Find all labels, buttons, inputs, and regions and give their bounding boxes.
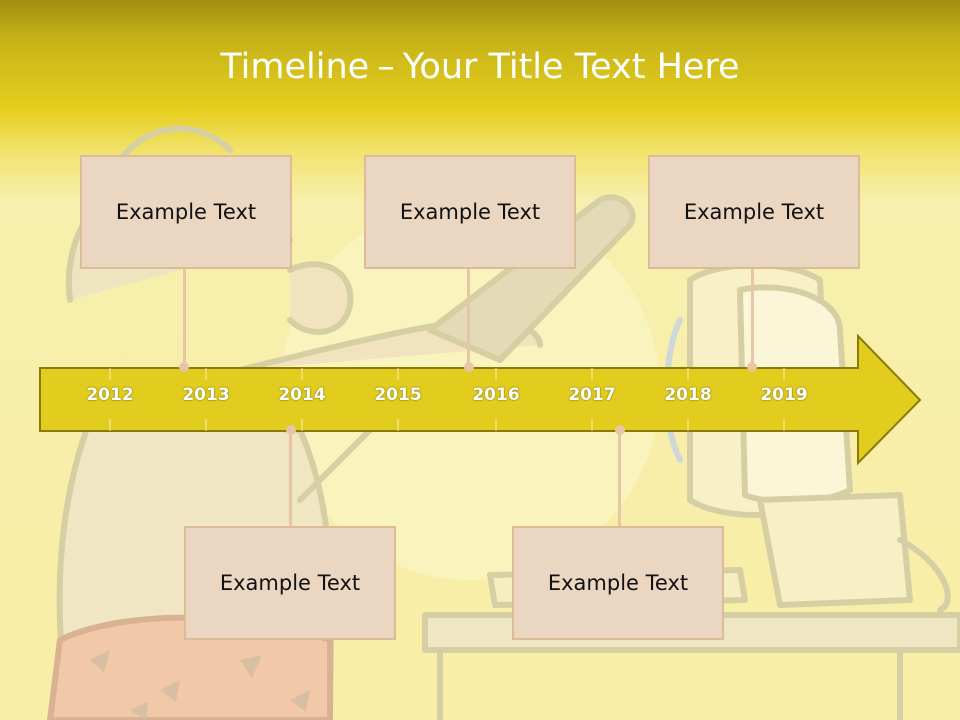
- connector-dot-top-2: [464, 362, 474, 372]
- connector-dot-top-1: [179, 362, 189, 372]
- connector-dot-top-3: [747, 362, 757, 372]
- year-label-2012: 2012: [86, 385, 134, 405]
- year-label-2016: 2016: [472, 385, 520, 405]
- connector-top-3: [751, 268, 754, 366]
- year-label-2015: 2015: [374, 385, 422, 405]
- connector-top-2: [467, 268, 470, 366]
- title-subtitle: Your Title Text Here: [402, 47, 740, 87]
- text-box-bottom-2[interactable]: Example Text: [512, 526, 724, 640]
- text-box-top-3[interactable]: Example Text: [648, 155, 860, 269]
- year-label-2014: 2014: [278, 385, 326, 405]
- connector-top-1: [183, 268, 186, 366]
- slide-title: Timeline–Your Title Text Here: [0, 44, 960, 90]
- connector-bottom-1: [289, 430, 292, 527]
- year-label-2018: 2018: [664, 385, 712, 405]
- timeline-arrow-shape: [39, 333, 922, 466]
- year-label-2019: 2019: [760, 385, 808, 405]
- text-box-bottom-1[interactable]: Example Text: [184, 526, 396, 640]
- year-label-2017: 2017: [568, 385, 616, 405]
- title-main: Timeline: [220, 47, 370, 87]
- connector-bottom-2: [618, 430, 621, 527]
- text-box-top-1[interactable]: Example Text: [80, 155, 292, 269]
- year-label-2013: 2013: [182, 385, 230, 405]
- text-box-top-2[interactable]: Example Text: [364, 155, 576, 269]
- title-separator: –: [377, 47, 395, 87]
